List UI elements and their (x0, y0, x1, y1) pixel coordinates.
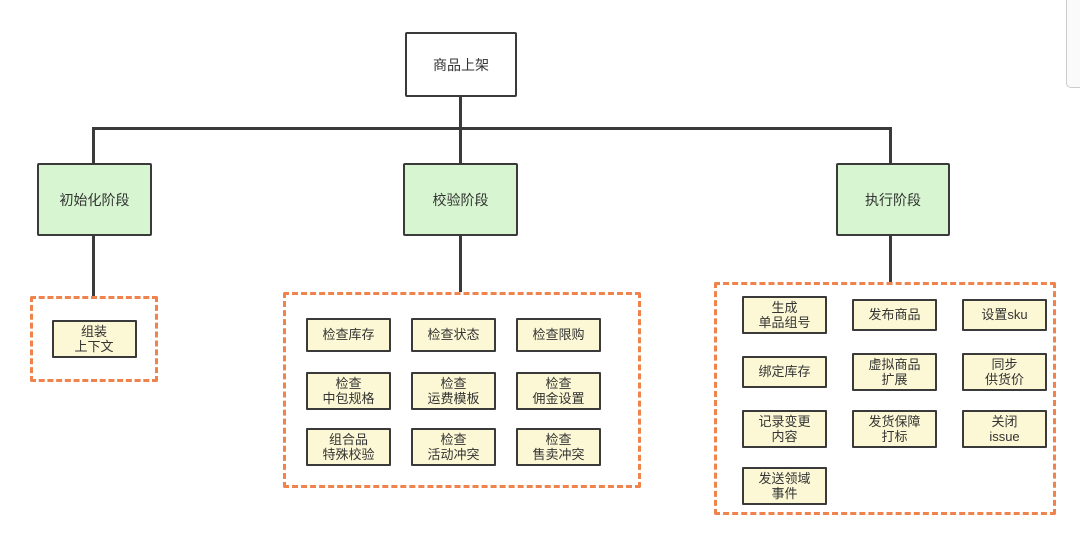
task-check-commission: 检查 佣金设置 (516, 371, 601, 410)
task-delivery-guarantee-tag: 发货保障 打标 (852, 409, 937, 448)
task-record-changes: 记录变更 内容 (742, 409, 827, 448)
task-group-validate: 检查库存 检查状态 检查限购 检查 中包规格 检查 运费模板 检查 佣金设置 组… (283, 292, 641, 488)
task-virtual-product-extension: 虚拟商品 扩展 (852, 352, 937, 391)
task-row: 绑定库存 虚拟商品 扩展 同步 供货价 (742, 352, 1053, 391)
connector-drop-init (92, 127, 95, 163)
task-row: 组合品 特殊校验 检查 活动冲突 检查 售卖冲突 (306, 427, 638, 466)
connector-execute-to-group (889, 236, 892, 282)
phase-node-validate: 校验阶段 (403, 163, 518, 236)
task-check-activity-conflict: 检查 活动冲突 (411, 427, 496, 466)
task-check-inventory: 检查库存 (306, 317, 391, 352)
root-node-product-listing: 商品上架 (405, 32, 517, 97)
task-publish-product: 发布商品 (852, 298, 937, 331)
scrollbar-thumb[interactable] (1066, 0, 1080, 88)
task-close-issue: 关闭 issue (962, 409, 1047, 448)
connector-drop-validate (459, 127, 462, 163)
task-send-domain-event: 发送领域 事件 (742, 466, 827, 505)
phase-node-init: 初始化阶段 (37, 163, 152, 236)
phase-node-execute: 执行阶段 (836, 163, 950, 236)
task-bind-inventory: 绑定库存 (742, 355, 827, 388)
task-generate-item-group-no: 生成 单品组号 (742, 295, 827, 334)
task-set-sku: 设置sku (962, 298, 1047, 331)
task-row: 检查 中包规格 检查 运费模板 检查 佣金设置 (306, 371, 638, 410)
task-row: 检查库存 检查状态 检查限购 (306, 316, 638, 353)
task-row: 发送领域 事件 (742, 466, 1053, 505)
task-check-shipping-template: 检查 运费模板 (411, 371, 496, 410)
phase-init-label: 初始化阶段 (59, 191, 130, 208)
connector-validate-to-group (459, 236, 462, 292)
phase-execute-label: 执行阶段 (865, 191, 921, 208)
task-row: 记录变更 内容 发货保障 打标 关闭 issue (742, 409, 1053, 448)
task-group-init: 组装 上下文 (30, 296, 158, 382)
task-combo-special-check: 组合品 特殊校验 (306, 427, 391, 466)
task-check-sale-conflict: 检查 售卖冲突 (516, 427, 601, 466)
phase-validate-label: 校验阶段 (432, 191, 489, 208)
task-check-purchase-limit: 检查限购 (516, 317, 601, 352)
task-sync-supply-price: 同步 供货价 (962, 352, 1047, 391)
connector-init-to-group (92, 236, 95, 296)
task-group-execute: 生成 单品组号 发布商品 设置sku 绑定库存 虚拟商品 扩展 同步 供货价 记… (714, 282, 1056, 515)
connector-root-down (459, 97, 462, 128)
task-row: 生成 单品组号 发布商品 设置sku (742, 295, 1053, 334)
root-node-label: 商品上架 (433, 56, 489, 73)
task-check-pack-spec: 检查 中包规格 (306, 371, 391, 410)
connector-drop-execute (889, 127, 892, 163)
task-assemble-context: 组装 上下文 (51, 320, 137, 358)
connector-horizontal-main (92, 127, 892, 130)
task-check-status: 检查状态 (411, 317, 496, 352)
